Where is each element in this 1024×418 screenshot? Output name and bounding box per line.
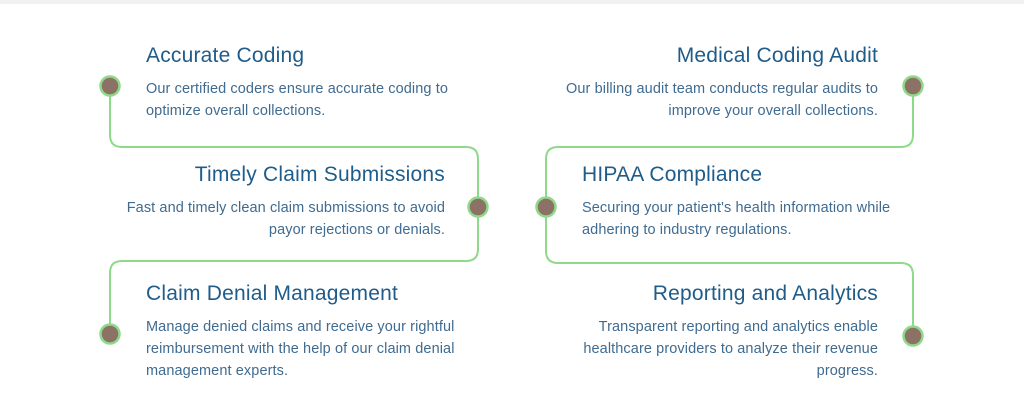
card-reporting-analytics: Reporting and Analytics Transparent repo…	[583, 282, 878, 382]
card-title: Medical Coding Audit	[676, 44, 878, 67]
node-hipaa-compliance	[535, 196, 557, 218]
node-reporting-analytics	[902, 325, 924, 347]
card-description: Our certified coders ensure accurate cod…	[146, 81, 449, 119]
card-title: Claim Denial Management	[146, 282, 399, 305]
card-description: Securing your patient's health informati…	[582, 200, 891, 238]
card-title: Reporting and Analytics	[652, 282, 878, 305]
card-hipaa-compliance: HIPAA Compliance Securing your patient's…	[582, 163, 890, 241]
card-title: Timely Claim Submissions	[194, 163, 445, 186]
node-timely-claim-submissions	[467, 196, 489, 218]
node-claim-denial-management	[99, 323, 121, 345]
card-timely-claim-submissions: Timely Claim Submissions Fast and timely…	[127, 163, 445, 241]
card-claim-denial-management: Claim Denial Management Manage denied cl…	[146, 282, 455, 382]
card-description: Fast and timely clean claim submissions …	[126, 200, 445, 238]
card-accurate-coding: Accurate Coding Our certified coders ens…	[146, 44, 448, 122]
card-medical-coding-audit: Medical Coding Audit Our billing audit t…	[566, 44, 878, 122]
card-title: HIPAA Compliance	[582, 163, 763, 186]
card-description: Our billing audit team conducts regular …	[566, 81, 878, 119]
node-medical-coding-audit	[902, 75, 924, 97]
card-title: Accurate Coding	[146, 44, 305, 67]
top-border-strip	[0, 0, 1024, 4]
card-description: Manage denied claims and receive your ri…	[146, 319, 455, 379]
node-accurate-coding	[99, 75, 121, 97]
card-description: Transparent reporting and analytics enab…	[583, 319, 878, 379]
